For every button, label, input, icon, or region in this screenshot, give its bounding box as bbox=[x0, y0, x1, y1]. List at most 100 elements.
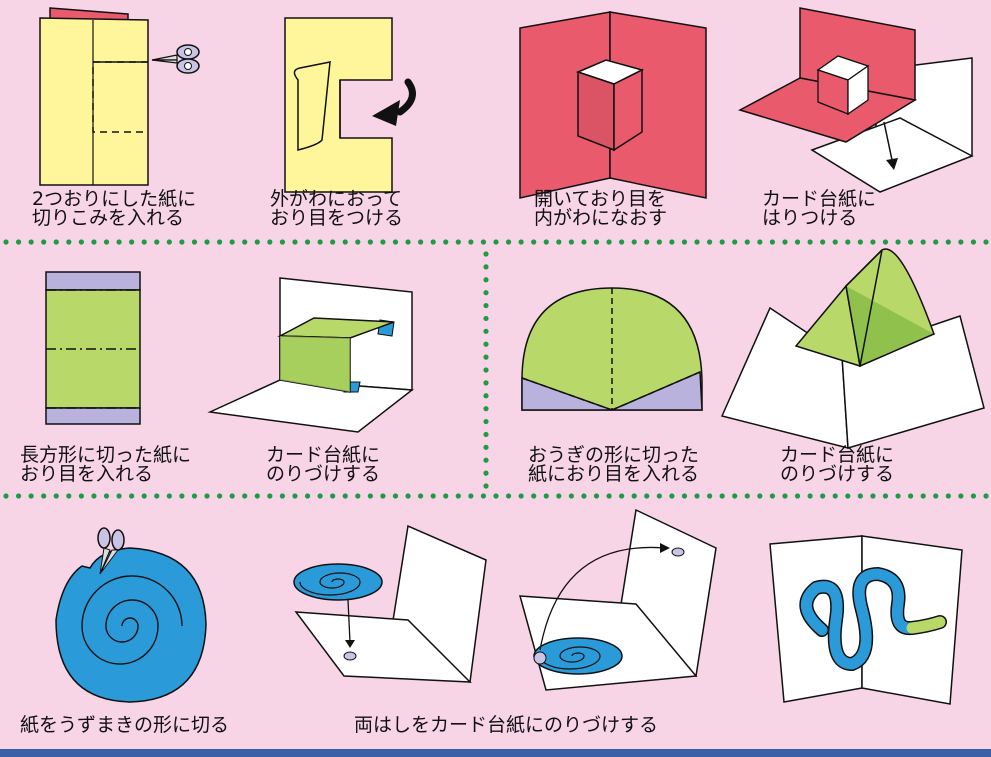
divider-dot bbox=[443, 239, 449, 245]
divider-dot bbox=[483, 354, 489, 360]
divider-dot bbox=[304, 239, 311, 245]
caption-line: 開いており目を bbox=[534, 188, 666, 210]
spiral-over-card-step1 bbox=[293, 524, 487, 684]
divider-dot bbox=[229, 493, 235, 499]
divider-dot bbox=[669, 493, 675, 499]
divider-dot bbox=[644, 493, 650, 499]
divider-dot bbox=[832, 239, 838, 245]
divider-dot bbox=[531, 493, 537, 499]
scissors-icon bbox=[151, 44, 200, 74]
caption-step-6: カード台紙に のりづけする bbox=[266, 446, 380, 484]
divider-dot bbox=[267, 493, 273, 499]
divider-dot bbox=[593, 493, 600, 499]
divider-dot bbox=[405, 239, 411, 245]
divider-dot bbox=[430, 239, 436, 245]
divider-dot bbox=[204, 493, 210, 499]
bottom-bar bbox=[0, 749, 991, 757]
divider-dot bbox=[606, 493, 612, 499]
divider-dot bbox=[342, 239, 348, 245]
divider-dot bbox=[78, 239, 84, 245]
divider-dot bbox=[794, 239, 801, 245]
curved-arrow-icon bbox=[372, 78, 416, 126]
caption-line: カード台紙に bbox=[780, 444, 895, 466]
divider-dot bbox=[380, 493, 386, 499]
divider-dot bbox=[103, 239, 110, 245]
divider-dot bbox=[857, 493, 863, 499]
divider-dot bbox=[129, 493, 135, 499]
divider-dot bbox=[568, 493, 574, 499]
divider-dot bbox=[405, 493, 411, 499]
divider-dot bbox=[66, 493, 72, 499]
caption-line: カード台紙に bbox=[266, 444, 381, 466]
divider-dot bbox=[179, 239, 185, 245]
caption-line: 切りこみを入れる bbox=[32, 207, 185, 229]
caption-line: のりづけする bbox=[780, 463, 895, 485]
finished-card-with-coil bbox=[769, 535, 963, 705]
caption-step-4: カード台紙に はりつける bbox=[762, 190, 876, 228]
divider-dot bbox=[355, 493, 361, 499]
caption-line: おり目を入れる bbox=[20, 463, 154, 485]
divider-dot bbox=[330, 493, 336, 499]
divider-dot bbox=[518, 493, 524, 499]
divider-dot bbox=[568, 239, 574, 245]
divider-dot bbox=[483, 315, 489, 322]
divider-dot bbox=[581, 239, 587, 245]
caption-line: 2つおりにした紙に bbox=[32, 188, 197, 210]
divider-dot bbox=[267, 239, 273, 245]
divider-dot bbox=[191, 239, 198, 245]
caption-step-9: 紙をうずまきの形に切る bbox=[20, 716, 229, 735]
divider-dot bbox=[166, 239, 172, 245]
divider-dot bbox=[757, 239, 763, 245]
divider-dot bbox=[483, 277, 489, 283]
divider-dot bbox=[593, 239, 600, 245]
divider-dot bbox=[556, 493, 562, 499]
divider-dot bbox=[483, 290, 489, 296]
divider-dot bbox=[483, 367, 489, 373]
caption-step-2: 外がわにおって おり目をつける bbox=[270, 190, 403, 228]
divider-dot bbox=[920, 493, 926, 499]
divider-dot bbox=[870, 239, 876, 245]
divider-dot bbox=[483, 418, 489, 425]
dotted-divider-top bbox=[3, 239, 989, 245]
red-card-glued-to-base bbox=[738, 7, 974, 193]
divider-dot bbox=[204, 239, 210, 245]
divider-dot bbox=[694, 493, 700, 499]
divider-dot bbox=[505, 493, 512, 499]
divider-dot bbox=[292, 493, 298, 499]
divider-dot bbox=[870, 493, 876, 499]
divider-dot bbox=[254, 239, 260, 245]
divider-dot bbox=[606, 239, 612, 245]
blue-spiral-paper bbox=[55, 547, 207, 703]
divider-dot bbox=[330, 239, 336, 245]
caption-step-10: 両はしをカード台紙にのりづけする bbox=[354, 716, 658, 735]
divider-dot bbox=[631, 493, 637, 499]
rectangle-strip-with-folds bbox=[45, 271, 141, 425]
divider-dot bbox=[933, 239, 939, 245]
dotted-divider-vertical bbox=[483, 251, 489, 489]
divider-dot bbox=[15, 493, 22, 499]
divider-dot bbox=[732, 239, 738, 245]
divider-dot bbox=[483, 380, 489, 386]
divider-dot bbox=[970, 239, 977, 245]
divider-dot bbox=[166, 493, 172, 499]
fan-shape-with-folds bbox=[521, 287, 703, 411]
divider-dot bbox=[845, 239, 851, 245]
divider-dot bbox=[342, 493, 348, 499]
divider-dot bbox=[455, 493, 461, 499]
spiral-on-card-step2 bbox=[518, 508, 717, 691]
divider-dot bbox=[279, 493, 286, 499]
paper-folded-outward bbox=[284, 17, 393, 193]
caption-line: おうぎの形に切った bbox=[528, 444, 700, 466]
divider-dot bbox=[103, 493, 110, 499]
divider-dot bbox=[958, 239, 964, 245]
divider-dot bbox=[116, 493, 122, 499]
divider-dot bbox=[468, 239, 474, 245]
caption-step-7: おうぎの形に切った 紙におり目を入れる bbox=[528, 446, 699, 484]
divider-dot bbox=[455, 239, 461, 245]
divider-dot bbox=[719, 493, 725, 499]
fan-pop-on-card bbox=[720, 248, 985, 449]
divider-dot bbox=[882, 493, 889, 499]
divider-dot bbox=[254, 493, 260, 499]
divider-dot bbox=[483, 302, 489, 309]
divider-dot bbox=[91, 493, 97, 499]
